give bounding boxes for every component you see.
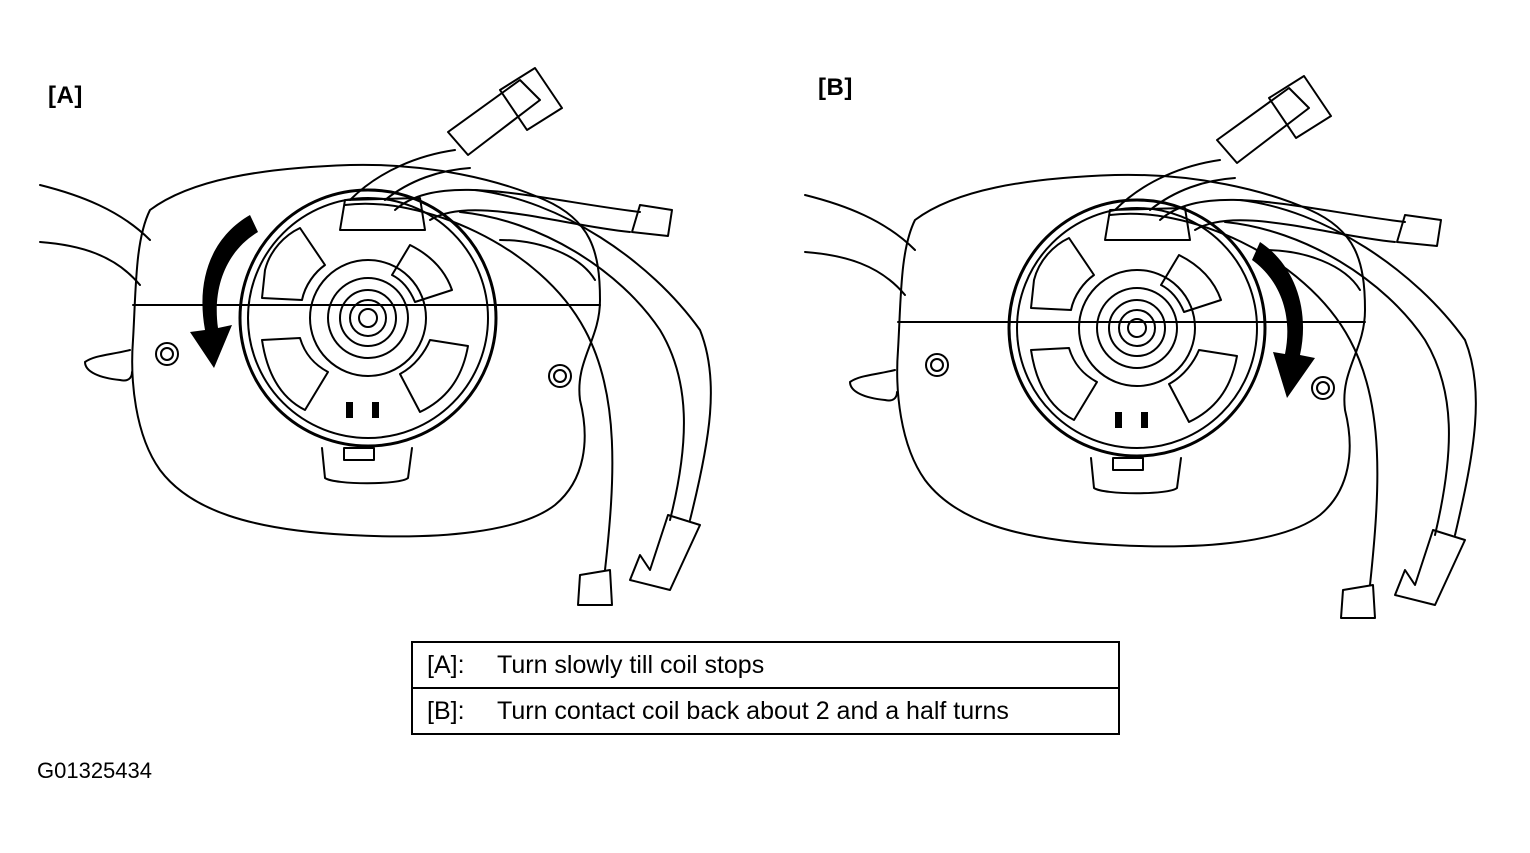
housing-edge	[499, 239, 596, 281]
mounting-hole	[160, 347, 174, 361]
housing-outline	[131, 163, 601, 538]
counterclockwise-arrow-icon	[190, 215, 258, 368]
coil-hub	[1118, 309, 1156, 347]
harness	[384, 167, 471, 201]
coil-window	[1160, 254, 1222, 313]
wire	[1109, 212, 1379, 586]
coil-hub	[1127, 318, 1147, 338]
legend-row-b: [B]: Turn contact coil back about 2 and …	[413, 689, 1118, 733]
lower-connector	[629, 514, 701, 591]
contact-coil-inner-ring	[247, 197, 489, 439]
column-stalk-line	[804, 251, 906, 296]
mounting-hole	[548, 364, 572, 388]
coil-hub	[339, 289, 397, 347]
column-stalk-line	[804, 194, 916, 251]
harness	[1159, 198, 1406, 223]
coil-tab	[321, 447, 413, 485]
upper-connector	[1216, 87, 1310, 164]
harness-connector	[1396, 214, 1442, 247]
contact-coil-outer-ring	[1007, 198, 1267, 458]
alignment-marks	[346, 402, 379, 418]
coil-hub	[309, 259, 427, 377]
harness	[459, 211, 685, 521]
harness	[429, 209, 631, 233]
coil-window	[399, 339, 469, 413]
coil-window	[261, 227, 326, 301]
coil-connector	[1104, 207, 1191, 241]
legend-key: [A]:	[427, 650, 465, 679]
housing-edge	[1264, 249, 1361, 291]
wire-connector	[1340, 584, 1376, 619]
coil-hub	[1108, 299, 1166, 357]
coil-window	[1030, 237, 1095, 311]
harness	[1194, 219, 1396, 243]
coil-tab-slot	[1112, 457, 1144, 471]
harness-connector	[631, 204, 673, 237]
clockwise-arrow-icon	[1252, 242, 1315, 398]
harness	[474, 189, 712, 521]
coil-hub	[1078, 269, 1196, 387]
contact-coil-outer-ring	[238, 188, 498, 448]
mounting-hole	[930, 358, 944, 372]
coil-window	[391, 244, 453, 303]
legend-text: Turn slowly till coil stops	[497, 650, 765, 679]
upper-connector	[1268, 75, 1332, 139]
legend-key: [B]:	[427, 696, 465, 725]
harness	[1224, 221, 1450, 536]
coil-hub	[349, 299, 387, 337]
mounting-hole	[553, 369, 567, 383]
contact-coil-drawing-a	[39, 67, 712, 606]
mounting-hole	[1311, 376, 1335, 400]
coil-tab	[1090, 457, 1182, 495]
coil-hub	[327, 277, 409, 359]
panel-a-label: [A]	[48, 82, 83, 109]
harness	[349, 149, 456, 201]
panel-b-illustration	[765, 0, 1525, 640]
lever	[84, 349, 133, 382]
upper-connector	[447, 79, 541, 156]
column-stalk-line	[39, 241, 141, 286]
harness	[394, 188, 641, 213]
legend-text: Turn contact coil back about 2 and a hal…	[497, 696, 1009, 725]
mounting-hole	[155, 342, 179, 366]
contact-coil-inner-ring	[1016, 207, 1258, 449]
alignment-marks	[1115, 412, 1148, 428]
contact-coil-drawing-b	[804, 75, 1477, 619]
mounting-hole	[925, 353, 949, 377]
wire	[344, 202, 614, 571]
wire-connector	[577, 569, 613, 606]
coil-hub	[358, 308, 378, 328]
housing-outline	[896, 173, 1366, 548]
harness	[1239, 199, 1477, 536]
harness	[1114, 159, 1221, 211]
panel-a-illustration	[0, 0, 760, 640]
mounting-hole	[1316, 381, 1330, 395]
figure-id: G01325434	[37, 758, 152, 783]
column-stalk-line	[39, 184, 151, 241]
lever	[849, 369, 898, 402]
lower-connector	[1394, 529, 1466, 606]
coil-window	[1030, 347, 1098, 421]
coil-window	[261, 337, 329, 411]
panel-b-label: [B]	[818, 74, 853, 101]
coil-hub	[1096, 287, 1178, 369]
coil-tab-slot	[343, 447, 375, 461]
upper-connector	[499, 67, 563, 131]
legend-row-a: [A]: Turn slowly till coil stops	[413, 643, 1118, 689]
coil-connector	[339, 197, 426, 231]
coil-window	[1168, 349, 1238, 423]
legend-table: [A]: Turn slowly till coil stops [B]: Tu…	[411, 641, 1120, 735]
harness	[1149, 177, 1236, 211]
